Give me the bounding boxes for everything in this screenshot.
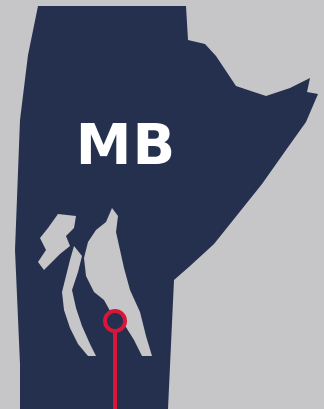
lake-winnipeg <box>84 208 152 356</box>
lake-manitoba <box>62 246 96 356</box>
province-label: MB <box>75 113 177 178</box>
lake-winnipegosis <box>38 214 76 270</box>
province-shape <box>15 6 318 409</box>
location-pin-icon[interactable] <box>103 309 127 409</box>
